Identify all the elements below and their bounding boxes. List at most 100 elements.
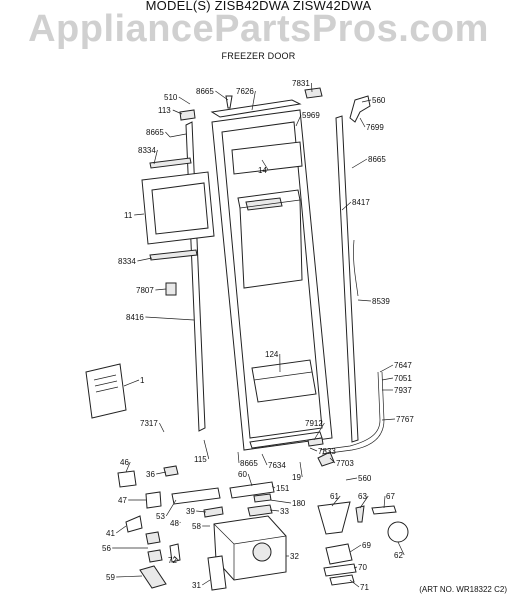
callout-label: 5969 [302,111,320,120]
callout-leader [271,485,276,489]
callout-label: 7912 [305,419,323,428]
part-62-ring [387,521,409,543]
callout-leader [269,499,292,504]
callout-label: 19 [292,473,301,482]
part-56-upper [145,531,161,545]
callout-label: 47 [118,496,127,505]
callout-leader [381,377,394,381]
callout-label: 67 [386,492,395,501]
callout-leader [251,90,256,111]
callout-leader [196,510,207,513]
callout-leader [123,379,140,387]
callout-label: 31 [192,581,201,590]
callout-leader [359,495,369,509]
callout-label: 58 [192,522,201,531]
callout-label: 124 [265,350,279,359]
callout-leader [379,364,394,373]
callout-label: 62 [394,551,403,560]
callout-leader-lines [112,82,405,588]
callout-leader [165,131,171,138]
callout-label: 7317 [140,419,158,428]
callout-label: 113 [158,106,171,115]
callout-leader [115,525,127,534]
callout-leader [309,447,318,452]
callout-leader [299,461,303,478]
part-7767-tube [319,371,381,451]
callout-leader [397,541,405,556]
callout-leader [215,90,229,101]
callout-label: 59 [106,573,115,582]
part-69 [325,543,353,565]
callout-label: 7937 [394,386,412,395]
callout-leader [159,422,165,433]
callout-leader [156,471,167,475]
callout-label: 48 [170,519,179,528]
part-shapes [85,87,409,591]
callout-label: 63 [358,492,367,501]
callout-leader [237,451,240,464]
callout-label: 115 [194,455,207,464]
callout-leader [359,117,366,128]
callout-leader [329,457,336,464]
callout-leader [134,213,145,216]
callout-leader [357,299,372,302]
part-liner-top-shelf [231,141,303,175]
callout-leader [261,159,269,171]
callout-label: 151 [276,484,290,493]
callout-label: 8416 [126,313,144,322]
part-71 [329,574,355,586]
callout-leader [178,96,191,105]
callout-label: 560 [358,474,372,483]
part-7912-clip [307,437,324,447]
callout-leader [331,495,341,507]
part-70 [323,563,357,577]
diagram-title: MODEL(S) ZISB42DWA ZISW42DWA [145,0,372,13]
part-1-manual-lines [93,374,119,393]
callout-label: 33 [280,507,289,516]
callout-leader [381,418,396,421]
callout-label: 70 [358,563,367,572]
callout-label: 41 [106,529,115,538]
part-32-module [213,515,287,581]
callout-leader [353,566,358,569]
part-72 [169,543,181,563]
callout-leader [269,509,280,512]
callout-label: 7767 [396,415,414,424]
callout-label: 8665 [146,128,164,137]
callout-leader [145,316,195,321]
part-36 [163,465,179,477]
callout-label: 71 [360,583,369,592]
part-63 [355,505,365,523]
part-8665-pin [169,133,187,138]
callout-leader [165,499,177,517]
callout-leader [313,422,325,441]
callout-leader [203,439,210,460]
callout-leader [341,201,352,211]
callout-label: 510 [164,93,178,102]
callout-label: 36 [146,470,155,479]
part-67 [371,505,397,515]
part-screw-top [225,95,233,109]
part-32-module-edge [213,523,287,580]
callout-label: 8665 [368,155,386,164]
callout-label: 7831 [292,79,310,88]
part-8334-upper [149,157,192,169]
callout-label: 69 [362,541,371,550]
part-hinge-bracket [349,95,371,123]
callout-label: 8665 [196,87,214,96]
part-47 [145,491,162,509]
callout-leader [116,575,143,578]
part-60-trim [229,481,275,499]
callout-leader [349,579,360,588]
callout-label: 7703 [336,459,354,468]
callout-leader [125,461,131,473]
part-124-shelf [251,359,317,403]
part-1-manual [85,363,127,419]
callout-label: 53 [156,512,165,521]
callout-leader [361,99,372,103]
part-7807 [165,282,177,296]
callout-leader [137,257,153,262]
callout-leader [261,453,268,466]
callout-leader [172,109,183,115]
